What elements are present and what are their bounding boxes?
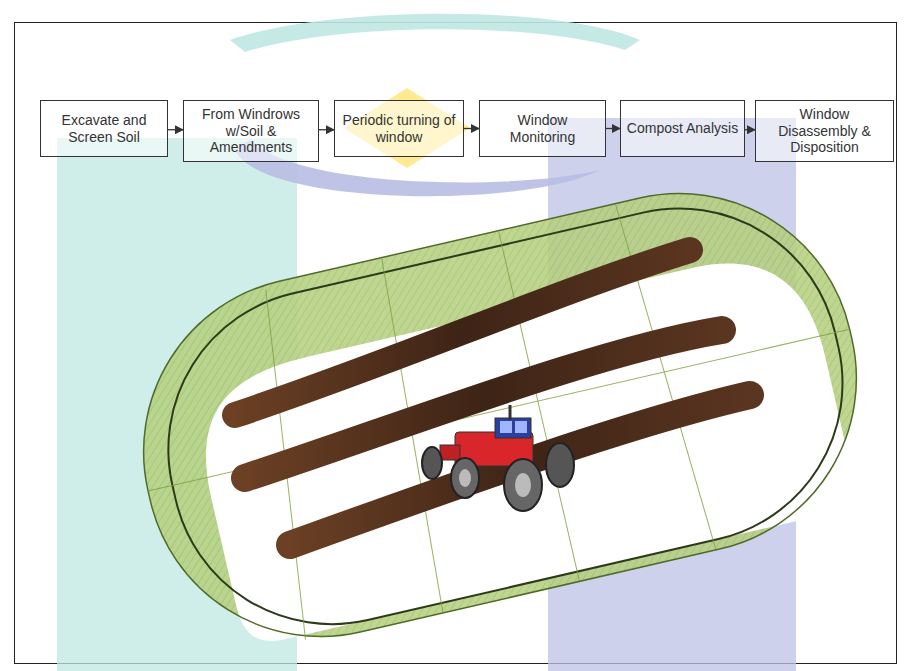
process-box: From Windrows w/Soil & Amendments xyxy=(183,100,319,162)
tent-enclosure xyxy=(109,159,892,671)
step-label: Window Monitoring xyxy=(485,112,600,145)
tractor xyxy=(422,405,574,511)
process-box: Excavate and Screen Soil xyxy=(40,100,168,157)
process-box: Compost Analysis xyxy=(620,100,745,157)
process-box: Window Disassembly & Disposition xyxy=(755,100,894,162)
step-label: Periodic turning of window xyxy=(340,112,458,145)
step-label: From Windrows w/Soil & Amendments xyxy=(189,106,313,156)
step-label: Excavate and Screen Soil xyxy=(46,112,162,145)
windrows xyxy=(235,250,750,545)
flow-arrow xyxy=(606,128,620,129)
process-box: Window Monitoring xyxy=(479,100,606,157)
step-label: Window Disassembly & Disposition xyxy=(761,106,888,156)
flow-arrow xyxy=(168,129,183,130)
step-label: Compost Analysis xyxy=(627,120,738,137)
flow-arrow xyxy=(464,128,479,129)
flow-arrow xyxy=(319,129,334,130)
flow-arrow xyxy=(745,129,755,130)
process-box: Periodic turning of window xyxy=(334,100,464,157)
